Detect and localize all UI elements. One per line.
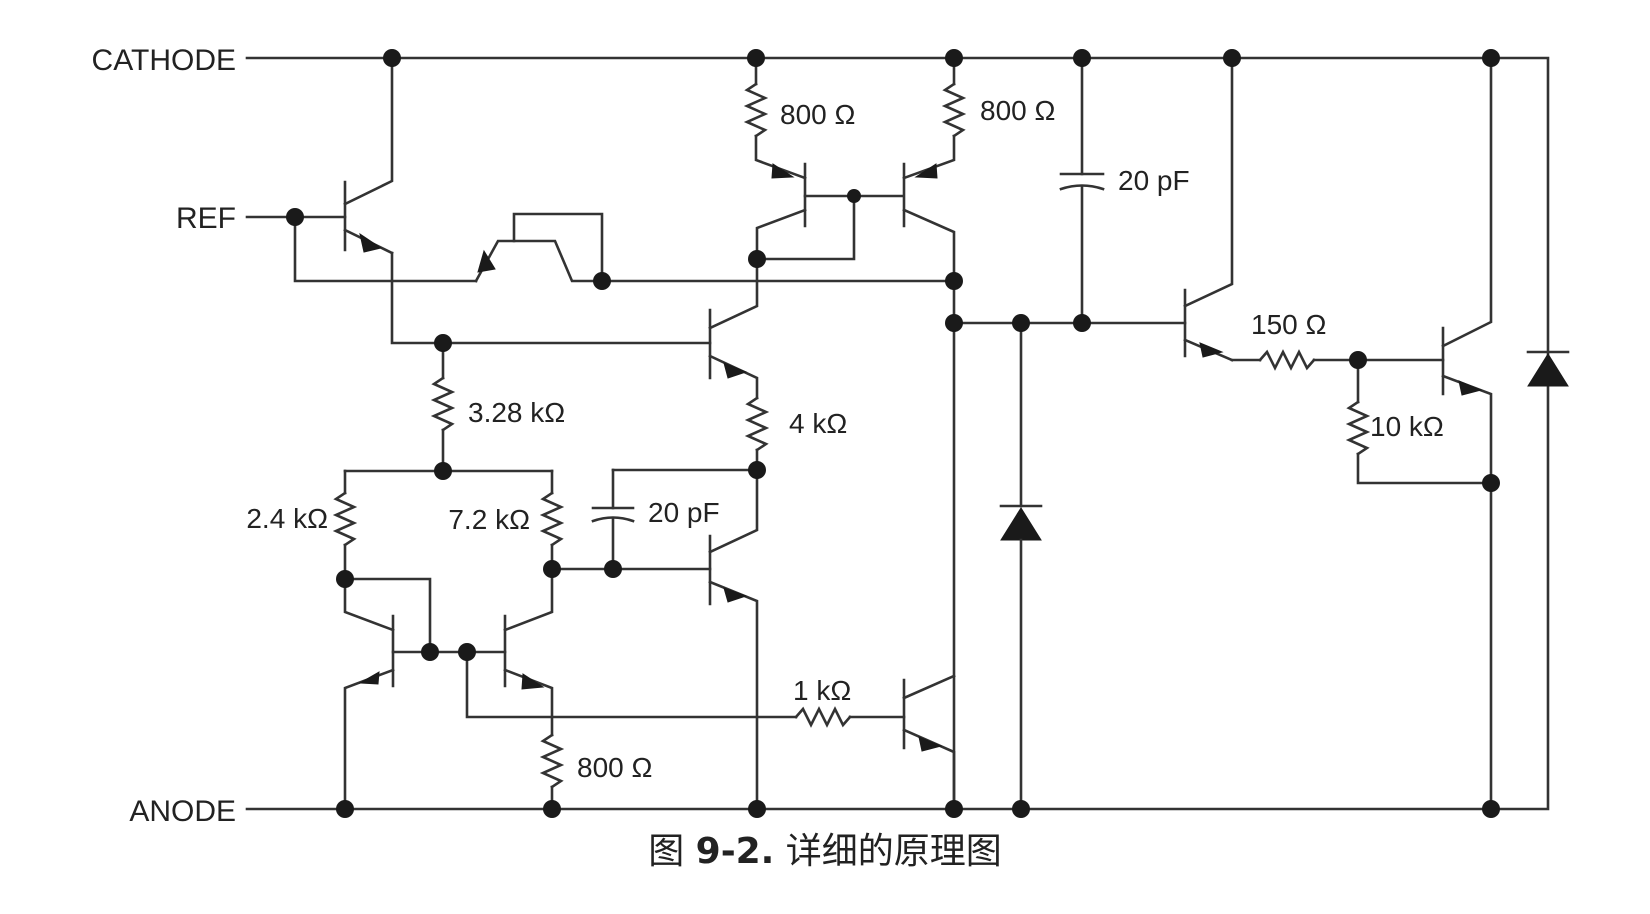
gain-transistor [708, 468, 759, 811]
ref-input-transistor [245, 56, 712, 345]
resistor-800-bottom-label: 800 Ω [577, 752, 652, 783]
resistor-4k-label: 4 kΩ [789, 408, 847, 439]
caption-title: 详细的原理图 [774, 831, 1002, 872]
caption-number: 9-2. [695, 831, 775, 872]
resistor-800-left-label: 800 Ω [780, 99, 855, 130]
lateral-transistor [474, 212, 955, 283]
cathode-rail [245, 56, 1550, 358]
clamp-diode-mid [999, 321, 1043, 811]
output-stage [794, 674, 956, 811]
caption-prefix: 图 [648, 831, 696, 872]
junction-dots [286, 49, 1500, 818]
resistor-3-28k-label: 3.28 kΩ [468, 397, 565, 428]
capacitor-20pf-mid-label: 20 pF [648, 497, 720, 528]
cathode-label: CATHODE [92, 44, 236, 77]
figure-caption: 图 9-2. 详细的原理图 [0, 822, 1650, 874]
clamp-diode-right [1526, 350, 1570, 387]
compensation-capacitor-mid [591, 468, 759, 571]
resistor-1k-label: 1 kΩ [793, 675, 851, 706]
capacitor-20pf-top-label: 20 pF [1118, 165, 1190, 196]
upper-current-mirror [743, 56, 967, 811]
anode-rail [245, 383, 1550, 811]
resistor-800-right-label: 800 Ω [980, 95, 1055, 126]
resistor-10k-label: 10 kΩ [1370, 411, 1444, 442]
ref-label: REF [176, 202, 236, 235]
differential-pair [343, 614, 798, 811]
anode-label: ANODE [129, 795, 236, 828]
darlington-stage-1 [1183, 56, 1445, 371]
darlington-stage-2 [1345, 56, 1493, 811]
compensation-capacitor-top [1059, 56, 1105, 325]
resistor-150-label: 150 Ω [1251, 309, 1326, 340]
driver-transistor [708, 257, 770, 472]
resistor-7-2k-label: 7.2 kΩ [448, 504, 530, 535]
resistor-2-4k-label: 2.4 kΩ [246, 503, 328, 534]
